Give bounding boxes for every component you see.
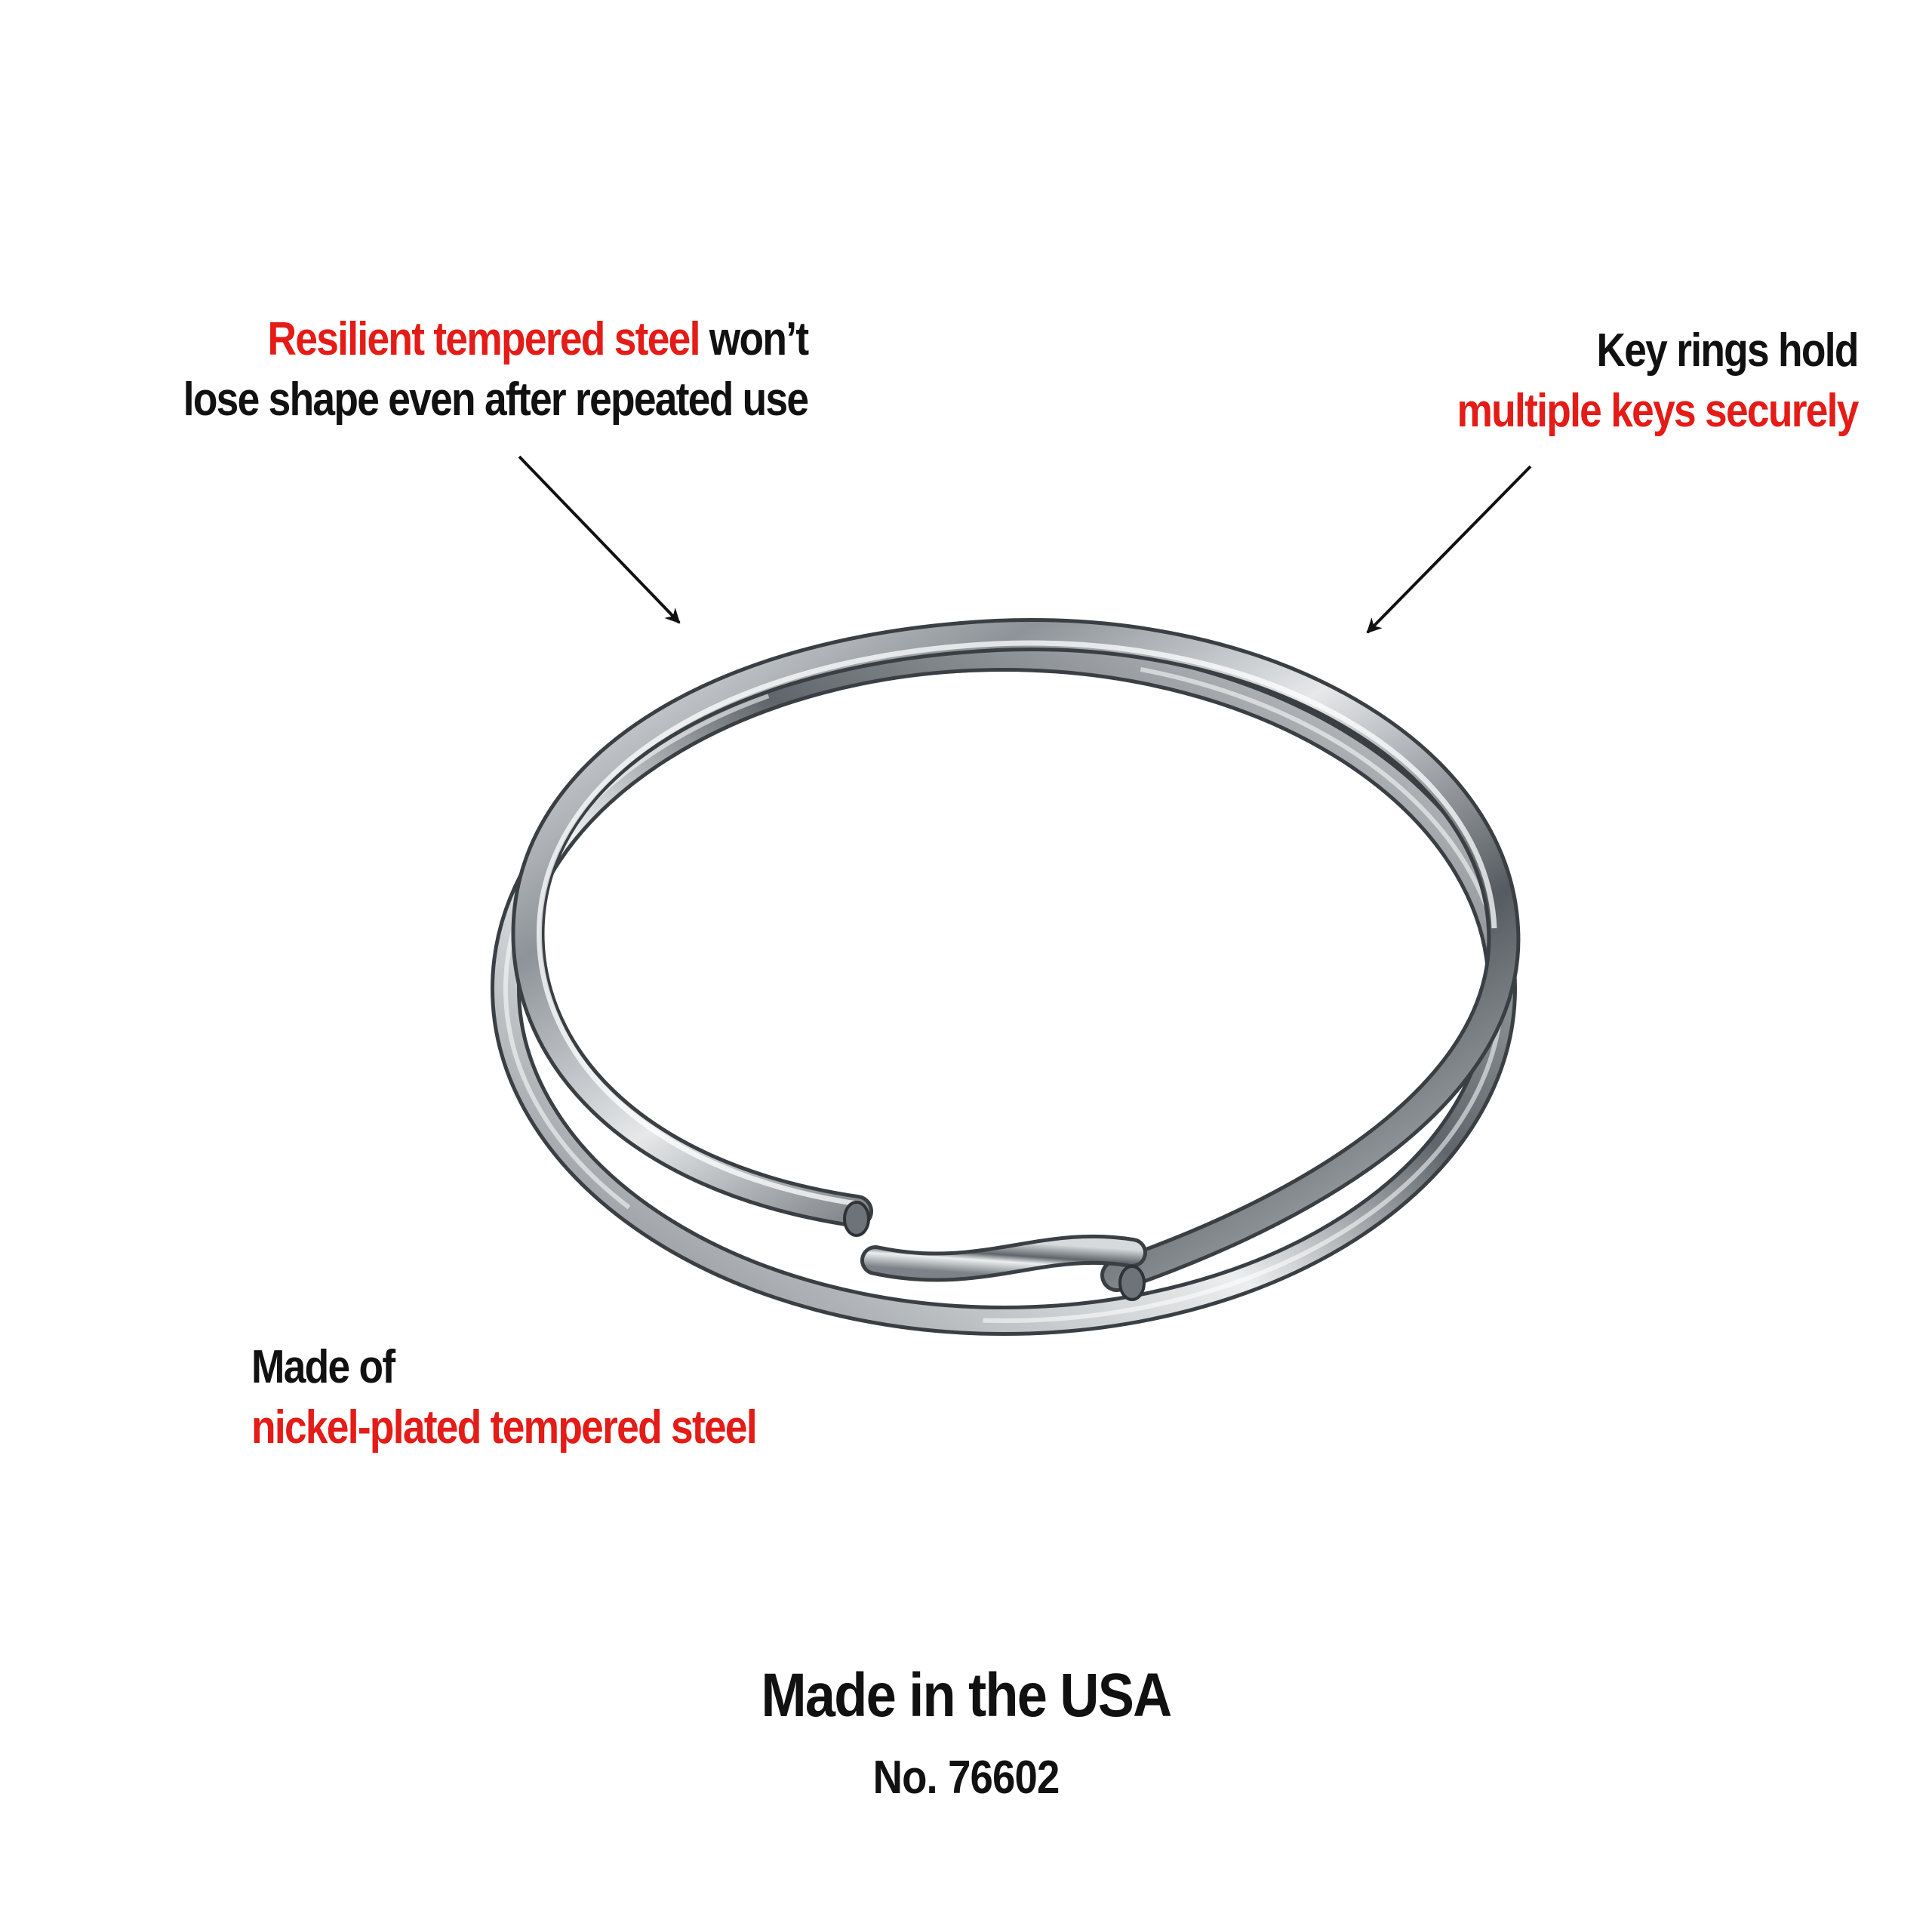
callout-resilience: Resilient tempered steel won’t lose shap… [183,309,808,430]
callout-resilience-highlight: Resilient tempered steel [267,313,700,365]
arrow-top-left [518,455,681,624]
ring-front-coil [511,618,1521,1292]
callout-resilience-line-2: lose shape even after repeated use [183,374,808,426]
callout-capacity-line-1: Key rings hold [1596,325,1860,377]
callout-material-line-1: Made of [251,1341,395,1393]
callout-material-highlight: nickel-plated tempered steel [251,1401,758,1454]
callout-resilience-line-1: Resilient tempered steel won’t [183,309,809,370]
made-in-usa-label: Made in the USA [761,1661,1173,1730]
callout-capacity: Key rings hold multiple keys securely [1457,321,1860,441]
ring-back-coil [491,641,1517,1336]
arrow-top-right [1366,465,1532,634]
callout-capacity-highlight: multiple keys securely [1457,385,1860,437]
callout-material: Made of nickel-plated tempered steel [251,1337,758,1458]
ring-split-gap [843,1201,1147,1301]
model-number: No. 76602 [872,1752,1060,1804]
callout-resilience-text: won’t [699,313,808,365]
